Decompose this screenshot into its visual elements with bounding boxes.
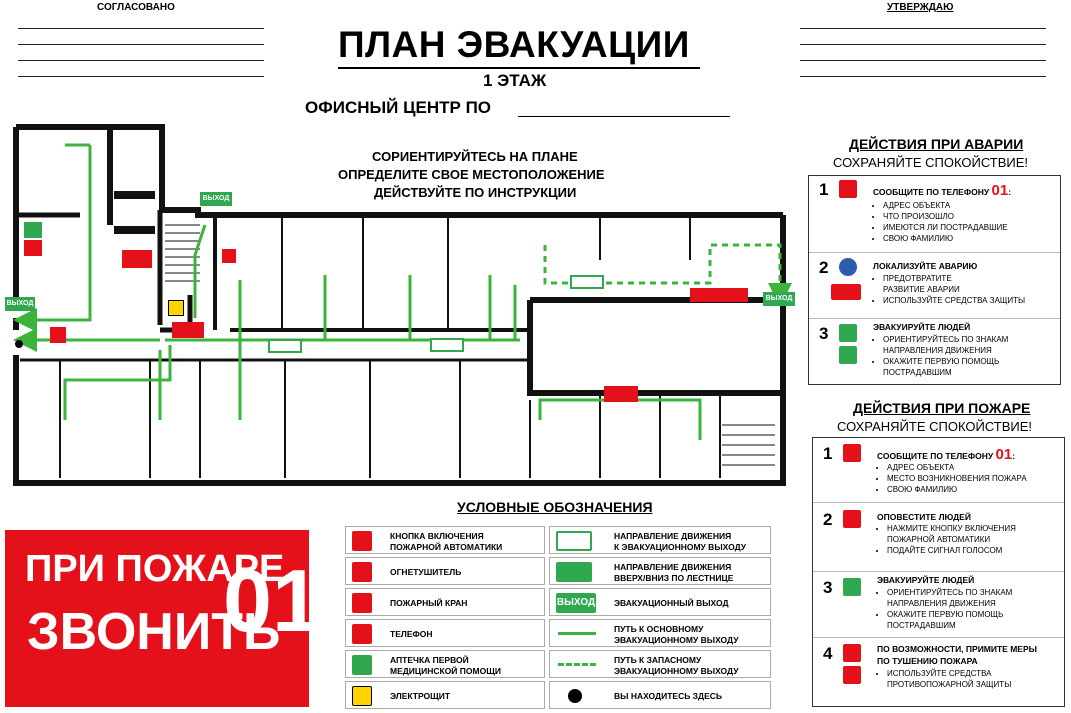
first-aid-icon [352, 655, 372, 675]
phone-icon [24, 240, 42, 256]
fire-alarm-button-icon [222, 249, 236, 263]
exit-direction-icon [430, 338, 464, 352]
step-heading-2: ПО ТУШЕНИЮ ПОЖАРА [877, 656, 978, 666]
step-number: 2 [823, 510, 833, 529]
first-aid-icon [24, 222, 42, 238]
fire-subtitle: СОХРАНЯЙТЕ СПОКОЙСТВИЕ! [837, 419, 1033, 434]
step-list: АДРЕС ОБЪЕКТАМЕСТО ВОЗНИКНОВЕНИЯ ПОЖАРАС… [887, 462, 1027, 495]
main-route-icon [558, 632, 596, 635]
electrical-panel-icon [168, 300, 184, 316]
accident-box: 1 СООБЩИТЕ ПО ТЕЛЕФОНУ 01: АДРЕС ОБЪЕКТА… [808, 175, 1061, 385]
accident-subtitle: СОХРАНЯЙТЕ СПОКОЙСТВИЕ! [833, 155, 1029, 170]
you-are-here-icon [568, 689, 582, 703]
step-number: 1 [823, 444, 833, 463]
legend-item: ПОЖАРНЫЙ КРАН [345, 588, 545, 616]
step-number: 1 [819, 180, 829, 199]
floor-label: 1 ЭТАЖ [483, 71, 547, 90]
extinguisher-icon [352, 562, 372, 582]
fire-call-banner: ПРИ ПОЖАРЕ ЗВОНИТЬ 01 [5, 530, 321, 707]
title-underline [338, 67, 700, 69]
orient-line-3: ДЕЙСТВУЙТЕ ПО ИНСТРУКЦИИ [374, 185, 577, 200]
exit-sign-icon: ВЫХОД [556, 593, 596, 613]
legend-item: ОГНЕТУШИТЕЛЬ [345, 557, 545, 585]
hazard-stripes-icon [831, 284, 861, 300]
fire-hydrant-icon [122, 250, 152, 268]
exit-sign-left: ВЫХОД [5, 297, 35, 311]
fire-hydrant-icon [352, 593, 372, 613]
approved-left-lines [18, 28, 264, 92]
fire-equipment-icons [690, 288, 748, 302]
fire-hydrant-icon [843, 666, 861, 684]
evacuation-exit-icon [839, 324, 857, 342]
fire-alarm-button-icon [843, 510, 861, 528]
fire-alarm-button-icon [50, 327, 66, 343]
office-blank-line [518, 116, 730, 117]
step-number: 3 [819, 324, 829, 343]
step-heading: ОПОВЕСТИТЕ ЛЮДЕЙ [877, 512, 971, 522]
page-title: ПЛАН ЭВАКУАЦИИ [338, 24, 690, 65]
reserve-route-icon [558, 663, 596, 666]
stairs-direction-icon [556, 562, 592, 582]
legend-item: ТЕЛЕФОН [345, 619, 545, 647]
approved-left-label: СОГЛАСОВАНО [97, 2, 175, 13]
legend-item: ЭЛЕКТРОЩИТ [345, 681, 545, 709]
extinguisher-icon [843, 644, 861, 662]
approved-right-lines [800, 28, 1046, 92]
step-number: 2 [819, 258, 829, 277]
step-heading: ПО ВОЗМОЖНОСТИ, ПРИМИТЕ МЕРЫ [877, 644, 1037, 654]
orient-line-2: ОПРЕДЕЛИТЕ СВОЕ МЕСТОПОЛОЖЕНИЕ [338, 167, 605, 182]
fire-call-line-1: ПРИ ПОЖАРЕ [25, 548, 285, 590]
step-heading: СООБЩИТЕ ПО ТЕЛЕФОНУ 01: [877, 446, 1016, 463]
step-number: 4 [823, 644, 833, 663]
orient-line-1: СОРИЕНТИРУЙТЕСЬ НА ПЛАНЕ [372, 149, 578, 164]
fire-alarm-button-icon [352, 531, 372, 551]
step-heading: ЭВАКУИРУЙТЕ ЛЮДЕЙ [873, 322, 971, 332]
legend-item: ВЫ НАХОДИТЕСЬ ЗДЕСЬ [549, 681, 771, 709]
office-label: ОФИСНЫЙ ЦЕНТР ПО [305, 98, 492, 117]
fire-call-number: 01 [223, 551, 321, 650]
fire-box: 1 СООБЩИТЕ ПО ТЕЛЕФОНУ 01: АДРЕС ОБЪЕКТА… [812, 437, 1065, 707]
floor-plan [13, 124, 792, 486]
evacuation-exit-icon [843, 578, 861, 596]
phone-icon [839, 180, 857, 198]
step-heading: ЭВАКУИРУЙТЕ ЛЮДЕЙ [877, 575, 975, 585]
step-heading: ЛОКАЛИЗУЙТЕ АВАРИЮ [873, 261, 978, 271]
fire-call-line-2: ЗВОНИТЬ [27, 603, 281, 661]
phone-icon [843, 444, 861, 462]
accident-title: ДЕЙСТВИЯ ПРИ АВАРИИ [849, 136, 1024, 152]
step-heading: СООБЩИТЕ ПО ТЕЛЕФОНУ 01: [873, 182, 1012, 199]
step-number: 3 [823, 578, 833, 597]
step-list: АДРЕС ОБЪЕКТАЧТО ПРОИЗОШЛОИМЕЮТСЯ ЛИ ПОС… [883, 200, 1008, 244]
fire-hydrant-icon [172, 322, 204, 338]
protective-mask-icon [839, 258, 857, 276]
exit-sign-right: ВЫХОД [763, 292, 795, 306]
exit-direction-icon [556, 531, 592, 551]
fire-title: ДЕЙСТВИЯ ПРИ ПОЖАРЕ [853, 400, 1031, 416]
phone-icon [352, 624, 372, 644]
electrical-panel-icon [352, 686, 372, 706]
first-aid-icon [839, 346, 857, 364]
exit-direction-icon [570, 275, 604, 289]
legend-title: УСЛОВНЫЕ ОБОЗНАЧЕНИЯ [457, 499, 653, 515]
fire-hydrant-icon [604, 386, 638, 402]
exit-direction-icon [268, 339, 302, 353]
approved-right-label: УТВЕРЖДАЮ [887, 2, 954, 13]
exit-sign-stairs: ВЫХОД [200, 192, 232, 206]
